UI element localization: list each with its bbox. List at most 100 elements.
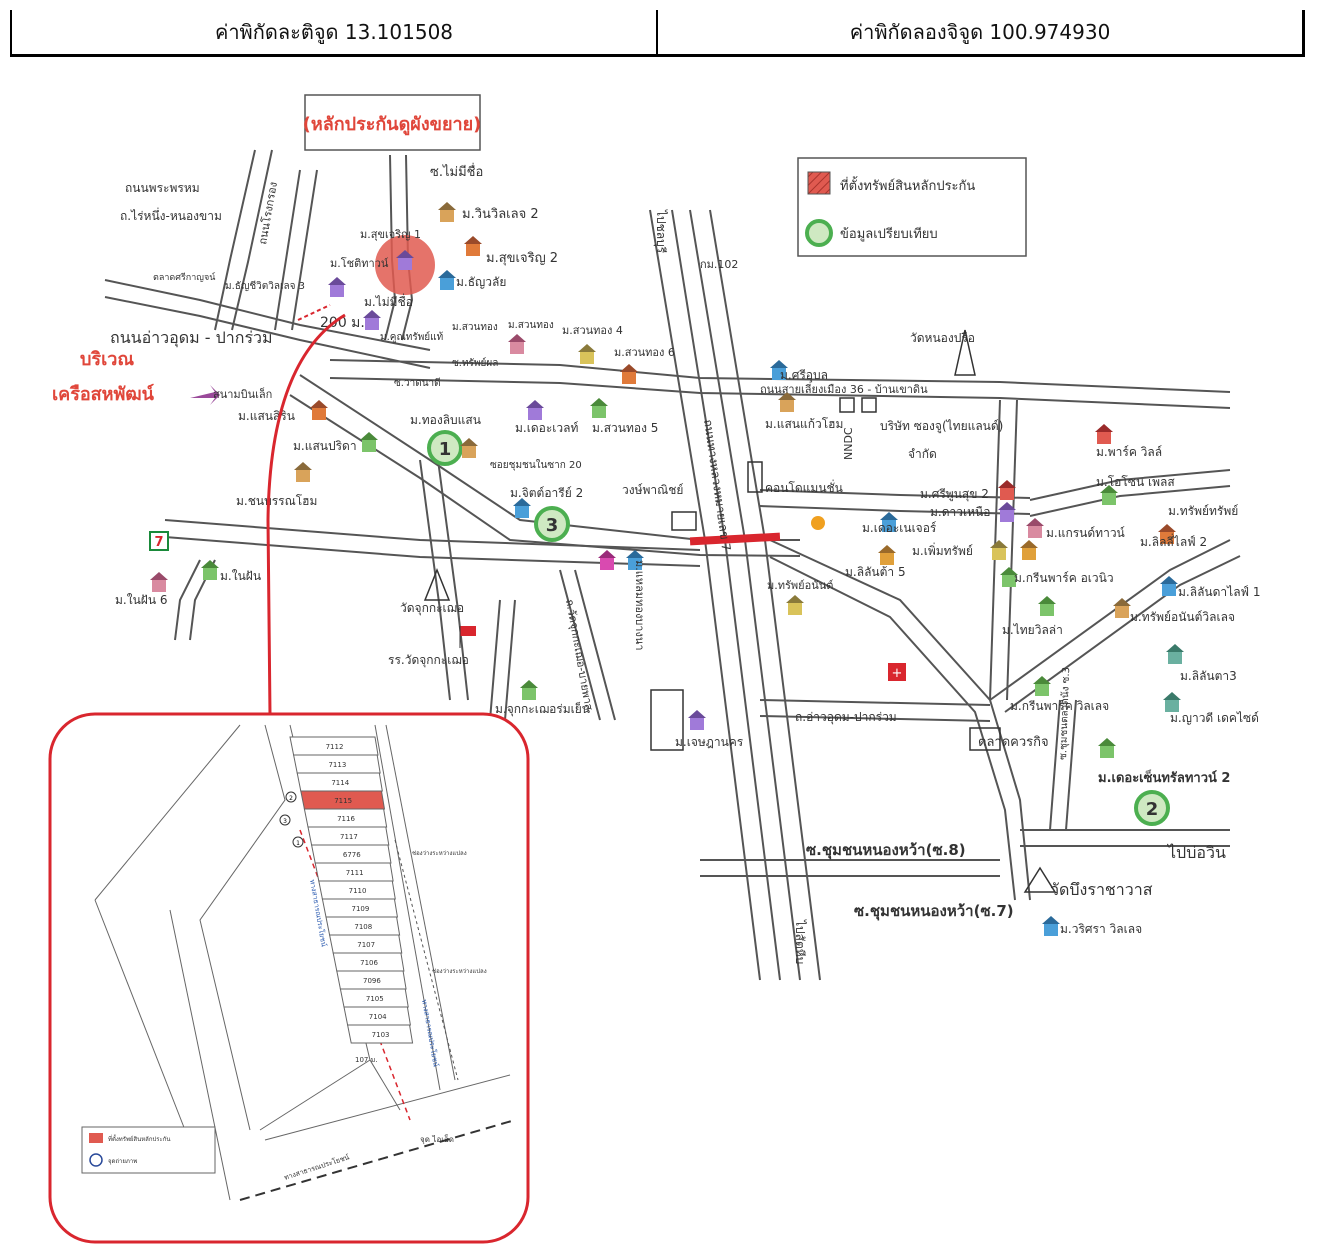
house-icon <box>526 400 544 420</box>
soi-label: ซอยชุมชนในซาก 20 <box>490 459 582 471</box>
plot-7108: 7108 <box>325 916 401 936</box>
direction-label: ไปสัตหีบ <box>793 919 807 964</box>
village-label: ม.เพิ่มทรัพย์ <box>912 542 973 558</box>
point-label: จุด ไอเอ็ด <box>420 1134 454 1144</box>
marker-1: 1 <box>427 430 463 466</box>
lane-label: ช่องว่างระหว่างแปลง <box>412 850 467 857</box>
house-icon <box>1158 524 1176 544</box>
house-icon <box>626 550 644 570</box>
inset-asset-swatch <box>89 1133 103 1143</box>
village-label: ม.ไทยวิลล่า <box>1002 623 1063 637</box>
village-label: ม.คูณทรัพย์แท้ <box>380 331 443 343</box>
temple-icon <box>954 329 976 376</box>
soi-label: ซ.วาดนาดี <box>394 377 441 389</box>
photo-point-icon: 3 <box>279 814 291 826</box>
plot-number: 7116 <box>337 815 355 823</box>
company-label: จำกัด <box>908 447 937 461</box>
house-icon <box>150 572 168 592</box>
photo-point-icon: 1 <box>292 836 304 848</box>
house-icon <box>464 236 482 256</box>
seven-eleven-icon: 7 <box>149 531 169 551</box>
soi-label: ซ.ชุมชนหนองหว้า(ซ.7) <box>854 902 1014 921</box>
road-label: ถ.วัดจุกกะเฌอ-บายพาส <box>563 598 595 711</box>
school-flag-icon <box>459 626 476 648</box>
village-label: ม.เดอะเวลท์ <box>515 421 578 435</box>
village-label: ม.ในฝัน 6 <box>115 593 167 607</box>
house-icon <box>1042 916 1060 936</box>
plot-number: 7113 <box>328 761 346 769</box>
shop-label: วงษ์พาณิชย์ <box>622 483 683 497</box>
svg-text:1: 1 <box>296 840 300 847</box>
temple-icon <box>1023 866 1057 893</box>
building-icon <box>969 727 1001 751</box>
hospital-icon: + <box>888 663 906 681</box>
village-label: ม.สุขเจริญ 2 <box>486 251 558 266</box>
village-label: ม.จุกกะเฌอร่มเย็น <box>495 701 590 717</box>
plot-7110: 7110 <box>318 880 396 900</box>
svg-text:3: 3 <box>546 515 559 536</box>
marker-2: 2 <box>1134 790 1170 826</box>
plot-number: 7117 <box>340 833 358 841</box>
house-icon <box>880 512 898 532</box>
road-highlight <box>689 532 781 546</box>
area-label: เครือสหพัฒน์ <box>52 383 155 405</box>
house-icon <box>201 560 219 580</box>
village-label: ม.ลิลันตา3 <box>1180 669 1237 683</box>
house-icon <box>1100 485 1118 505</box>
house-icon <box>998 480 1016 500</box>
inset-map: 7112711371147115711671176776711171107109… <box>48 712 530 1244</box>
lane-label: ช่องว่างระหว่างแปลง <box>432 968 487 975</box>
plot-number: 7107 <box>357 941 375 949</box>
plot-7112: 7112 <box>289 736 379 756</box>
direction-label: ไปชลบุรี <box>653 209 668 254</box>
gas-station-icon <box>811 516 825 530</box>
plot-number: 6776 <box>343 851 361 859</box>
plot-number: 7105 <box>366 995 384 1003</box>
inset-asset-label: ที่ตั้งทรัพย์สินหลักประกัน <box>108 1133 170 1143</box>
house-icon <box>770 360 788 380</box>
house-icon <box>578 344 596 364</box>
house-icon <box>778 392 796 412</box>
plot-7111: 7111 <box>314 862 394 882</box>
soi-label: ซ.ทรัพย์ผล <box>452 357 498 369</box>
house-icon <box>438 202 456 222</box>
plot-number: 7106 <box>360 959 378 967</box>
plot-7113: 7113 <box>292 754 381 774</box>
plot-7104: 7104 <box>343 1006 411 1026</box>
house-icon <box>990 540 1008 560</box>
coordinates-header: ค่าพิกัดละติจูด 13.101508 ค่าพิกัดลองจิจ… <box>10 10 1305 57</box>
svg-text:3: 3 <box>283 818 287 825</box>
airplane-icon <box>190 385 220 405</box>
distance-label: 200 ม. <box>320 315 365 331</box>
village-label: ม.ทรัพย์อนันต์ <box>767 579 833 592</box>
road-label: ถ.อ่าวอุดม-ปากร่วม <box>795 710 897 725</box>
plot-number: 7114 <box>331 779 349 787</box>
company-label: บริษัท ซองจู(ไทยแลนด์) <box>880 419 1003 434</box>
house-icons <box>150 202 1184 936</box>
village-label: ม.แสนแก้วโฮม <box>765 417 843 431</box>
distance-label: 107 ม. <box>355 1056 377 1064</box>
house-icon <box>513 498 531 518</box>
plot-number: 7104 <box>369 1013 387 1021</box>
house-icon <box>620 364 638 384</box>
village-label: ม.สวนทอง 5 <box>592 421 658 435</box>
village-label: ม.สวนทอง 4 <box>562 324 623 337</box>
village-label: ม.แสนสิริน <box>238 409 295 423</box>
house-icon <box>310 400 328 420</box>
village-label: ม.ศรีพูนสุข 2 <box>920 487 989 502</box>
plot-number: 7096 <box>363 977 381 985</box>
photo-point-icon: 2 <box>285 791 297 803</box>
village-label: ม.วริศรา วิลเลจ <box>1060 922 1142 936</box>
svg-text:1: 1 <box>439 439 452 460</box>
comparison-legend-label: ข้อมูลเปรียบเทียบ <box>840 226 938 242</box>
direction-label: ไปบ่อวิน <box>1166 843 1226 862</box>
village-label: ม.เดอะเซ็นทรัลทาวน์ 2 <box>1098 768 1230 786</box>
svg-text:2: 2 <box>289 795 293 802</box>
building-icon <box>747 461 763 493</box>
soi-label: ซ.ไม่มีชื่อ <box>430 163 483 180</box>
house-icon <box>598 550 616 570</box>
company-label: NNDC <box>842 427 855 460</box>
village-label: ม.สวนทอง <box>452 322 498 333</box>
plot-number: 7103 <box>372 1031 390 1039</box>
